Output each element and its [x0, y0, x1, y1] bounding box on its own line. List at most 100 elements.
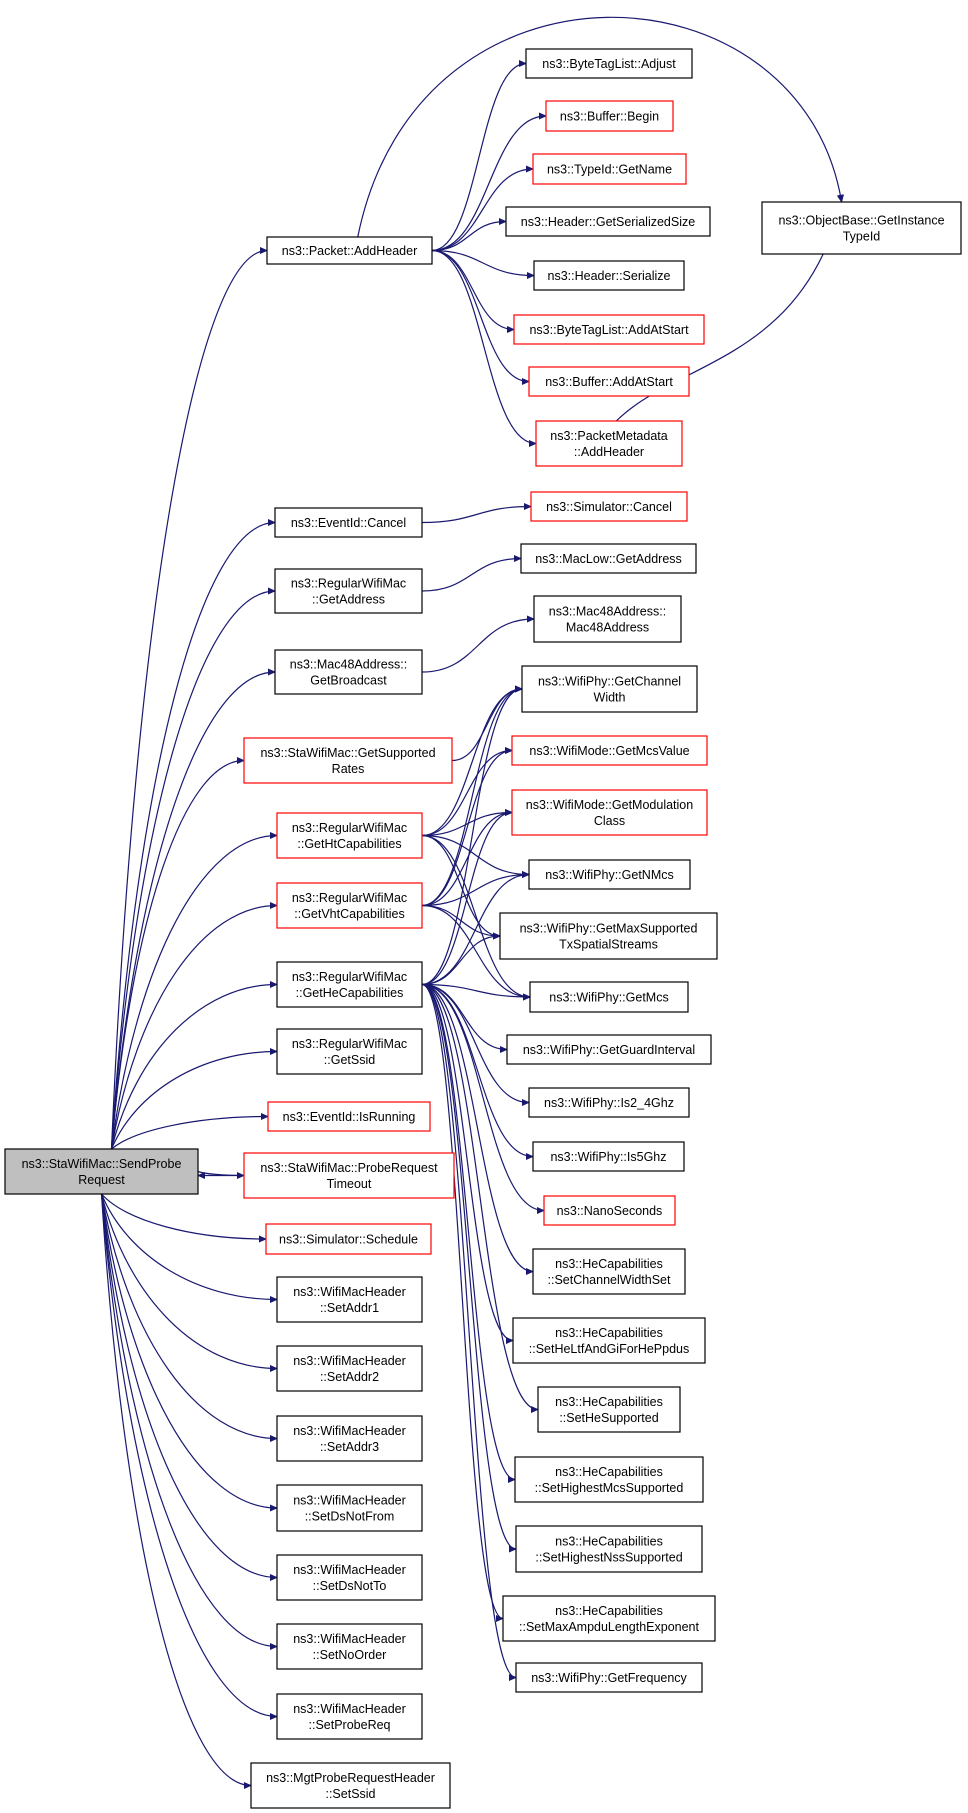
node-setAddr1[interactable]: ns3::WifiMacHeader::SetAddr1	[276, 1276, 423, 1323]
node-box	[276, 1028, 423, 1075]
node-label: ns3::RegularWifiMac	[291, 577, 406, 591]
node-label: ::SetProbeReq	[309, 1718, 391, 1732]
node-label: ns3::WifiMacHeader	[293, 1702, 406, 1716]
node-rwmGetAddress[interactable]: ns3::RegularWifiMac::GetAddress	[274, 568, 423, 614]
edge-root-to-rwmGetAddress	[110, 591, 276, 1150]
node-getVhtCaps[interactable]: ns3::RegularWifiMac::GetVhtCapabilities	[276, 882, 423, 929]
edge-getHeCaps-to-phyMaxSS	[421, 936, 500, 986]
node-modeMcsValue[interactable]: ns3::WifiMode::GetMcsValue	[511, 735, 708, 766]
node-heChanWidth[interactable]: ns3::HeCapabilities::SetChannelWidthSet	[532, 1248, 686, 1295]
edge-getHeCaps-to-nanoSeconds	[421, 983, 544, 1211]
node-macLowGetAddr[interactable]: ns3::MacLow::GetAddress	[520, 543, 697, 574]
edge-getVhtCaps-to-modeMcsValue	[421, 751, 512, 907]
node-label: Class	[594, 814, 625, 828]
node-phyMaxSS[interactable]: ns3::WifiPhy::GetMaxSupportedTxSpatialSt…	[499, 912, 718, 960]
node-label: ::SetAddr2	[320, 1370, 379, 1384]
node-pmAddHeader[interactable]: ns3::PacketMetadata::AddHeader	[535, 420, 683, 467]
node-label: ::SetAddr1	[320, 1301, 379, 1315]
node-setAddr3[interactable]: ns3::WifiMacHeader::SetAddr3	[276, 1415, 423, 1462]
node-box	[535, 420, 683, 467]
node-label: ns3::StaWifiMac::ProbeRequest	[260, 1161, 438, 1175]
edge-root-to-setAddr1	[100, 1193, 278, 1300]
edge-addHeader-to-bufAddAtStart	[431, 249, 529, 382]
node-box	[543, 1195, 676, 1226]
node-eventCancel[interactable]: ns3::EventId::Cancel	[274, 507, 423, 538]
edge-getHeCaps-to-phyIs24	[421, 983, 529, 1103]
node-setAddr2[interactable]: ns3::WifiMacHeader::SetAddr2	[276, 1345, 423, 1392]
node-eventIsRunning[interactable]: ns3::EventId::IsRunning	[267, 1101, 431, 1132]
node-simSchedule[interactable]: ns3::Simulator::Schedule	[265, 1223, 432, 1255]
node-heHighMcs[interactable]: ns3::HeCapabilities::SetHighestMcsSuppor…	[514, 1456, 704, 1503]
node-setNoOrder[interactable]: ns3::WifiMacHeader::SetNoOrder	[276, 1623, 423, 1670]
node-label: ::SetHighestMcsSupported	[535, 1481, 684, 1495]
node-addHeader[interactable]: ns3::Packet::AddHeader	[266, 236, 433, 265]
node-mac48Ctor[interactable]: ns3::Mac48Address::Mac48Address	[533, 595, 682, 643]
node-hdrSerialize[interactable]: ns3::Header::Serialize	[533, 260, 685, 291]
node-label: ns3::WifiPhy::GetChannel	[538, 675, 681, 689]
node-btlAddAtStart[interactable]: ns3::ByteTagList::AddAtStart	[513, 314, 705, 345]
node-btlAdjust[interactable]: ns3::ByteTagList::Adjust	[525, 48, 693, 79]
node-phyIs24[interactable]: ns3::WifiPhy::Is2_4Ghz	[528, 1087, 690, 1118]
node-label: ns3::EventId::IsRunning	[283, 1110, 416, 1124]
node-getHeCaps[interactable]: ns3::RegularWifiMac::GetHeCapabilities	[276, 961, 423, 1008]
node-label: ns3::WifiPhy::Is2_4Ghz	[544, 1096, 674, 1110]
node-heHighNss[interactable]: ns3::HeCapabilities::SetHighestNssSuppor…	[515, 1525, 703, 1573]
edge-root-to-setDsNotTo	[100, 1193, 278, 1578]
edge-root-to-mgtSetSsid	[100, 1193, 252, 1786]
node-phyGetMcs[interactable]: ns3::WifiPhy::GetMcs	[529, 981, 689, 1013]
node-rwmGetSsid[interactable]: ns3::RegularWifiMac::GetSsid	[276, 1028, 423, 1075]
node-phyIs5[interactable]: ns3::WifiPhy::Is5Ghz	[532, 1141, 685, 1172]
node-bufAddAtStart[interactable]: ns3::Buffer::AddAtStart	[528, 366, 690, 397]
node-label: ns3::Mac48Address::	[290, 658, 407, 672]
node-label: ::GetVhtCapabilities	[294, 907, 404, 921]
node-bufBegin[interactable]: ns3::Buffer::Begin	[545, 100, 674, 132]
edge-getHtCaps-to-phyMaxSS	[421, 834, 500, 937]
node-label: ns3::WifiPhy::Is5Ghz	[550, 1150, 666, 1164]
node-setDsNotTo[interactable]: ns3::WifiMacHeader::SetDsNotTo	[276, 1554, 423, 1601]
node-label: ns3::StaWifiMac::SendProbe	[22, 1157, 182, 1171]
node-hdrGetSize[interactable]: ns3::Header::GetSerializedSize	[505, 206, 711, 237]
node-setDsNotFrom[interactable]: ns3::WifiMacHeader::SetDsNotFrom	[276, 1484, 423, 1532]
edge-root-to-setAddr3	[100, 1193, 278, 1439]
node-heMaxAmpdu[interactable]: ns3::HeCapabilities::SetMaxAmpduLengthEx…	[502, 1595, 716, 1642]
node-label: ns3::Buffer::Begin	[560, 110, 659, 124]
node-box	[529, 981, 689, 1013]
node-getHtCaps[interactable]: ns3::RegularWifiMac::GetHtCapabilities	[276, 812, 423, 859]
node-box	[276, 1554, 423, 1601]
node-box	[530, 491, 688, 522]
edge-getVhtCaps-to-modeModClass	[421, 813, 512, 907]
node-heSupported[interactable]: ns3::HeCapabilities::SetHeSupported	[537, 1386, 681, 1433]
node-label: ::SetSsid	[325, 1787, 375, 1801]
node-box	[511, 735, 708, 766]
node-label: ns3::StaWifiMac::GetSupported	[260, 746, 435, 760]
node-nanoSeconds[interactable]: ns3::NanoSeconds	[543, 1195, 676, 1226]
node-phyGuard[interactable]: ns3::WifiPhy::GetGuardInterval	[506, 1034, 712, 1065]
node-label: ns3::ObjectBase::GetInstance	[778, 214, 944, 228]
node-phyNMcs[interactable]: ns3::WifiPhy::GetNMcs	[528, 859, 691, 890]
node-label: TypeId	[843, 230, 881, 244]
edge-root-to-addHeader	[110, 251, 268, 1150]
node-simCancel[interactable]: ns3::Simulator::Cancel	[530, 491, 688, 522]
edge-getHeCaps-to-modeModClass	[421, 813, 512, 986]
node-mac48Bcast[interactable]: ns3::Mac48Address::GetBroadcast	[274, 649, 423, 695]
node-label: ns3::Simulator::Schedule	[279, 1233, 418, 1247]
node-heLtfGi[interactable]: ns3::HeCapabilities::SetHeLtfAndGiForHeP…	[512, 1317, 706, 1364]
node-label: ns3::MgtProbeRequestHeader	[266, 1771, 435, 1785]
node-label: ns3::WifiMacHeader	[293, 1354, 406, 1368]
node-label: ns3::WifiMacHeader	[293, 1632, 406, 1646]
node-label: ns3::WifiPhy::GetNMcs	[545, 868, 674, 882]
node-phyFreq[interactable]: ns3::WifiPhy::GetFrequency	[515, 1662, 703, 1693]
node-typeIdGetName[interactable]: ns3::TypeId::GetName	[532, 153, 687, 185]
node-mgtSetSsid[interactable]: ns3::MgtProbeRequestHeader::SetSsid	[250, 1762, 451, 1809]
edge-mac48Bcast-to-mac48Ctor	[421, 619, 534, 673]
node-setProbeReq[interactable]: ns3::WifiMacHeader::SetProbeReq	[276, 1693, 423, 1740]
node-label: ::SetMaxAmpduLengthExponent	[519, 1620, 700, 1634]
node-box	[511, 789, 708, 836]
